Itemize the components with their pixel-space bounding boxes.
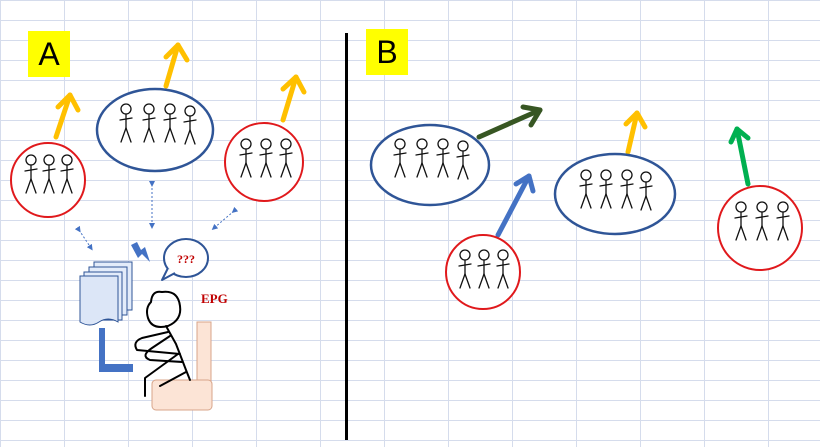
speech-bubble-text: ???: [177, 252, 195, 266]
speech-bubble: [161, 238, 209, 281]
arrow-green: [728, 126, 751, 187]
large-group-b-center: [553, 152, 677, 236]
teacher-label: EPG: [201, 291, 228, 306]
progress-arrow-b-center: [623, 110, 648, 155]
small-group-b-bottom: [445, 234, 521, 310]
document-stack: [79, 261, 133, 326]
teacher-chair: [99, 328, 133, 372]
panel-divider: [345, 33, 348, 440]
small-group-a-left: [10, 142, 86, 218]
panel-a-label: A: [28, 31, 70, 77]
progress-arrow-a-right: [280, 74, 307, 123]
panel-b-label: B: [366, 29, 408, 75]
large-group-a-center: [95, 87, 215, 173]
teacher-desk: [151, 321, 213, 411]
small-group-a-right: [224, 122, 304, 202]
arrow-dark-green: [476, 104, 543, 140]
large-group-b-left: [369, 123, 491, 207]
link-arrow-left: [74, 225, 93, 251]
lightning-icon: [131, 242, 150, 262]
arrow-blue: [495, 173, 536, 238]
progress-arrow-a-center: [163, 42, 190, 89]
link-arrow-right: [211, 206, 239, 230]
progress-arrow-a-left: [53, 92, 81, 140]
teacher-figure: [134, 290, 191, 397]
small-group-b-right: [717, 185, 803, 271]
